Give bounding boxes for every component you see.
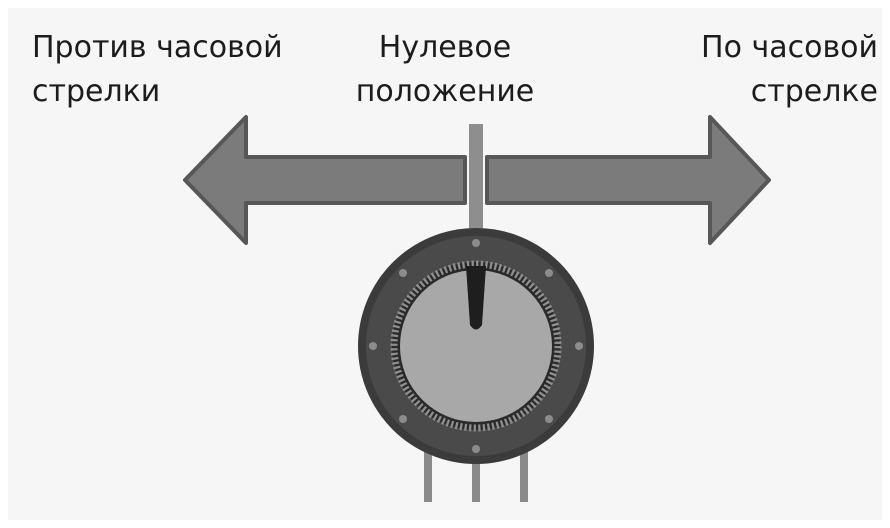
mounting-dot xyxy=(399,415,407,423)
potentiometer-knob-icon xyxy=(358,228,594,464)
mounting-dot xyxy=(545,415,553,423)
mounting-dot xyxy=(369,342,377,350)
label-clockwise: По часовой стрелке xyxy=(701,26,878,114)
label-counterclockwise: Против часовой стрелки xyxy=(32,26,283,114)
mounting-dot xyxy=(472,239,480,247)
label-zero-position-line1: Нулевое xyxy=(378,30,512,65)
mounting-dot xyxy=(399,269,407,277)
zero-position-marker xyxy=(469,124,483,228)
mounting-dot xyxy=(545,269,553,277)
mounting-dot xyxy=(472,445,480,453)
label-zero-position-line2: положение xyxy=(355,74,535,109)
arrow-left-icon xyxy=(183,115,467,245)
label-counterclockwise-line1: Против часовой xyxy=(32,30,283,65)
label-clockwise-line1: По часовой xyxy=(701,30,878,65)
pins-icon xyxy=(424,430,528,502)
mounting-dot xyxy=(575,342,583,350)
label-counterclockwise-line2: стрелки xyxy=(32,74,161,109)
label-clockwise-line2: стрелке xyxy=(750,74,878,109)
label-zero-position: Нулевое положение xyxy=(356,26,535,114)
knob-pointer xyxy=(466,266,486,330)
arrow-right-icon xyxy=(485,115,771,245)
